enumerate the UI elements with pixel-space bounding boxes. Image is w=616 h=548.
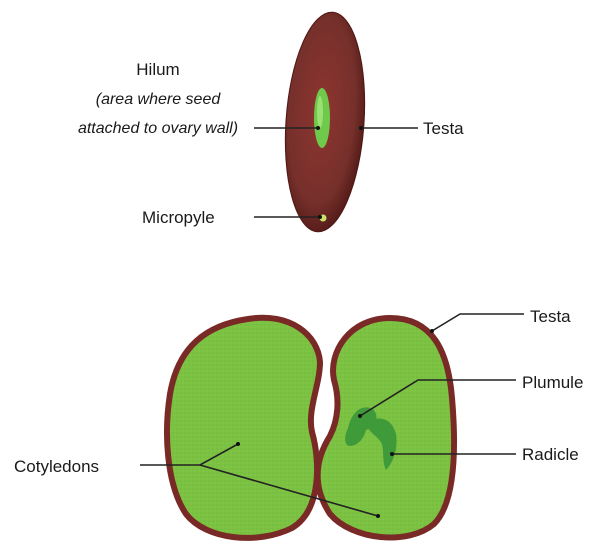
radicle-leader-dot <box>390 452 394 456</box>
radicle-label: Radicle <box>522 445 579 464</box>
micropyle-label: Micropyle <box>142 208 215 227</box>
testa-bottom-label: Testa <box>530 307 571 326</box>
cotyledons-label: Cotyledons <box>14 457 99 476</box>
testa-top-label: Testa <box>423 119 464 138</box>
whole-seed <box>278 10 371 235</box>
hilum-leader-dot <box>316 126 320 130</box>
split-seed <box>167 318 454 538</box>
hilum-label: Hilum <box>136 60 179 79</box>
testa-top-leader-dot <box>359 126 363 130</box>
micropyle-leader-dot <box>318 215 322 219</box>
cotyledons-leader-left-dot <box>236 442 240 446</box>
hilum-note-line1: (area where seed <box>96 91 222 108</box>
testa-bottom-leader <box>432 314 524 331</box>
hilum-note-line2: attached to ovary wall) <box>78 120 238 137</box>
plumule-label: Plumule <box>522 373 583 392</box>
plumule-leader-dot <box>358 414 362 418</box>
testa-bottom-leader-dot <box>430 329 434 333</box>
cotyledon-left <box>167 318 320 538</box>
hilum-highlight <box>317 96 323 128</box>
cotyledons-leader-right-dot <box>376 514 380 518</box>
